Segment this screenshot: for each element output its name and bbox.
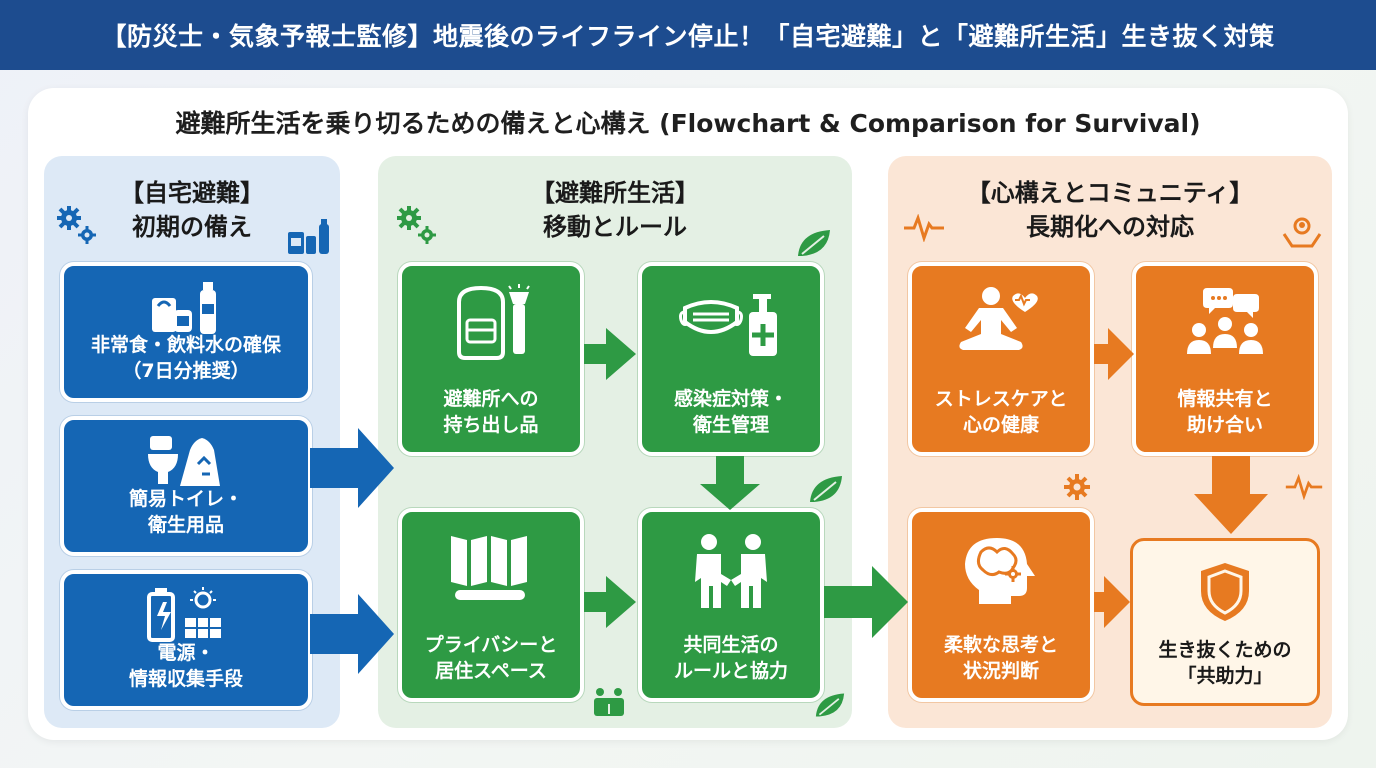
page-header: 【防災士・気象予報士監修】地震後のライフライン停止！「自宅避難」と「避難所生活」… — [0, 0, 1376, 70]
label-line: 状況判断 — [962, 660, 1039, 682]
diagram-subtitle: 避難所生活を乗り切るための備えと心構え (Flowchart & Compari… — [175, 109, 1201, 138]
gear-icon — [1064, 474, 1090, 500]
box-mutual-aid-goal[interactable]: 生き抜くための 「共助力」 — [1130, 538, 1320, 706]
box-communal-rules[interactable]: 共同生活の ルールと協力 — [638, 508, 824, 702]
leaf-icon — [798, 230, 830, 256]
label-line: 生き抜くための — [1158, 639, 1292, 661]
label-line: （7日分推奨） — [122, 360, 250, 382]
shield-icon — [1201, 563, 1249, 621]
box-emergency-food-water[interactable]: 非常食・飲料水の確保 （7日分推奨） — [60, 262, 312, 402]
arrow-privacy-to-rules — [584, 576, 636, 628]
panel-mindset-title-line1: 【心構えとコミュニティ】 — [966, 179, 1254, 207]
toilet-icon — [148, 436, 220, 486]
backpack-icon — [457, 284, 530, 360]
partition-icon — [451, 536, 527, 600]
box-information-sharing[interactable]: 情報共有と 助け合い — [1132, 262, 1318, 456]
label-line: 簡易トイレ・ — [128, 488, 243, 510]
battery-solar-icon — [147, 587, 221, 642]
brain-gear-icon — [965, 538, 1035, 604]
box-privacy-space[interactable]: プライバシーと 居住スペース — [398, 508, 584, 702]
leaf-icon — [815, 693, 845, 717]
panel-mindset-title: 【心構えとコミュニティ】 長期化への対応 — [888, 176, 1332, 244]
arrow-kit-to-infection — [584, 328, 636, 380]
box-evacuation-kit-label: 避難所への 持ち出し品 — [443, 386, 538, 438]
community-chat-icon — [1187, 288, 1263, 354]
heartbeat-icon — [1285, 474, 1323, 500]
box-stress-care-label: ストレスケアと 心の健康 — [935, 386, 1068, 438]
box-power-information-label: 電源・ 情報収集手段 — [129, 640, 243, 692]
care-hands-icon — [1282, 217, 1322, 248]
box-stress-care[interactable]: ストレスケアと 心の健康 — [908, 262, 1094, 456]
label-line: プライバシーと — [424, 634, 558, 656]
food-water-icon — [152, 282, 216, 334]
supplies-icon — [288, 219, 329, 254]
panel-shelter-title: 【避難所生活】 移動とルール — [378, 176, 852, 244]
box-evacuation-kit[interactable]: 避難所への 持ち出し品 — [398, 262, 584, 456]
arrow-home-to-kit — [310, 428, 394, 508]
arrow-sharing-to-goal — [1194, 456, 1268, 534]
panel-home-title-line2: 初期の備え — [132, 213, 252, 241]
label-line: ストレスケアと — [934, 388, 1068, 410]
mask-sanitizer-icon — [679, 294, 777, 356]
panel-home-title-line1: 【自宅避難】 — [120, 179, 264, 207]
box-mutual-aid-goal-label: 生き抜くための 「共助力」 — [1158, 637, 1291, 689]
box-communal-rules-label: 共同生活の ルールと協力 — [674, 632, 788, 684]
arrow-rules-to-mindset — [824, 566, 908, 638]
box-flexible-thinking[interactable]: 柔軟な思考と 状況判断 — [908, 508, 1094, 702]
label-line: 衛生用品 — [147, 514, 224, 536]
meditation-icon — [959, 287, 1038, 350]
panel-shelter-title-line1: 【避難所生活】 — [531, 179, 699, 207]
arrow-thinking-to-goal — [1094, 576, 1130, 628]
people-group-icon — [594, 688, 624, 716]
arrow-home-to-privacy — [310, 594, 394, 674]
box-privacy-space-label: プライバシーと 居住スペース — [425, 632, 558, 684]
label-line: 避難所への — [443, 388, 539, 410]
label-line: 情報収集手段 — [128, 668, 243, 690]
panel-mindset-title-line2: 長期化への対応 — [1026, 213, 1194, 241]
box-information-sharing-label: 情報共有と 助け合い — [1177, 386, 1272, 438]
box-power-information[interactable]: 電源・ 情報収集手段 — [60, 570, 312, 710]
label-line: 持ち出し品 — [443, 414, 539, 436]
box-infection-control[interactable]: 感染症対策・ 衛生管理 — [638, 262, 824, 456]
label-line: 助け合い — [1186, 414, 1263, 436]
box-infection-control-label: 感染症対策・ 衛生管理 — [674, 386, 788, 438]
leaf-icon — [810, 476, 842, 502]
arrow-infection-to-rules — [700, 456, 760, 510]
handshake-icon — [695, 534, 767, 608]
panel-shelter-title-line2: 移動とルール — [543, 213, 687, 241]
label-line: 情報共有と — [1177, 388, 1273, 410]
panel-home-title: 【自宅避難】 初期の備え — [44, 176, 340, 244]
label-line: 心の健康 — [962, 414, 1039, 436]
label-line: 感染症対策・ — [673, 388, 788, 410]
label-line: ルールと協力 — [673, 660, 788, 682]
gear-icon — [57, 206, 96, 244]
arrow-stress-to-sharing — [1094, 328, 1134, 380]
label-line: 電源・ — [157, 642, 215, 664]
label-line: 衛生管理 — [692, 414, 769, 436]
box-simple-toilet-label: 簡易トイレ・ 衛生用品 — [129, 486, 243, 538]
box-flexible-thinking-label: 柔軟な思考と 状況判断 — [944, 632, 1058, 684]
box-emergency-food-water-label: 非常食・飲料水の確保 （7日分推奨） — [91, 332, 281, 384]
box-simple-toilet[interactable]: 簡易トイレ・ 衛生用品 — [60, 416, 312, 556]
gear-icon — [397, 206, 436, 244]
label-line: 柔軟な思考と — [943, 634, 1058, 656]
label-line: 居住スペース — [435, 660, 547, 682]
label-line: 非常食・飲料水の確保 — [90, 334, 281, 356]
label-line: 「共助力」 — [1177, 665, 1273, 687]
label-line: 共同生活の — [683, 634, 779, 656]
page-title: 【防災士・気象予報士監修】地震後のライフライン停止！「自宅避難」と「避難所生活」… — [101, 22, 1275, 51]
heartbeat-icon — [904, 214, 944, 242]
